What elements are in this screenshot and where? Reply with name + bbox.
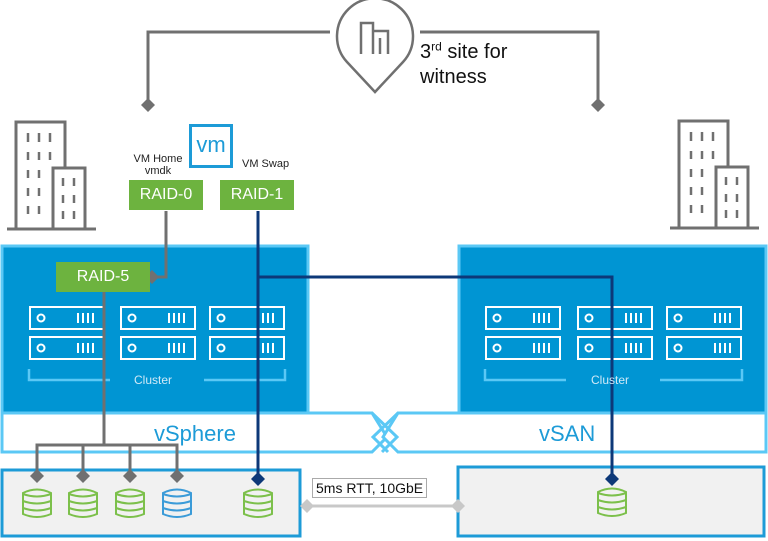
vm-home-label-line2: vmdk (144, 165, 172, 177)
server-icon (120, 306, 196, 330)
cluster-label-left: Cluster (134, 373, 173, 387)
location-pin-building-icon (335, 0, 415, 94)
disk-group (22, 487, 627, 518)
cluster-bracket (27, 369, 744, 382)
witness-label-line2: witness (420, 66, 487, 88)
disk-connector-diamonds (30, 469, 184, 483)
connector-diamond (591, 98, 605, 112)
raid1-badge: RAID-1 (220, 180, 294, 210)
link-endpoint-diamond (300, 499, 314, 513)
witness-connector-right (420, 30, 600, 105)
platform-label-vsan: vSAN (539, 421, 596, 446)
raid5-path (35, 292, 179, 472)
witness-label: 3rd site for witness (420, 40, 507, 90)
vm-home-label-line1: VM Home (133, 153, 183, 165)
connector-diamond (605, 472, 619, 486)
witness-label-prefix: 3 (420, 41, 432, 63)
server-icon (577, 336, 653, 360)
witness-label-rest: site for (441, 41, 508, 63)
connector-diamond (141, 98, 155, 112)
raid0-badge: RAID-0 (129, 180, 203, 210)
cluster-label-right: Cluster (591, 373, 630, 387)
vm-swap-label: VM Swap (242, 158, 290, 170)
link-endpoint-diamond (451, 499, 465, 513)
disk-icon (597, 487, 627, 517)
disk-icon (22, 488, 52, 518)
server-icon (577, 306, 653, 330)
raid5-badge: RAID-5 (56, 262, 150, 292)
building-icon (670, 119, 759, 230)
raid1-path (256, 211, 614, 474)
disk-icon (68, 488, 98, 518)
disk-icon (162, 488, 192, 518)
network-link-label: 5ms RTT, 10GbE (312, 478, 428, 498)
vm-home-label: VM Home vmdk (130, 153, 186, 177)
disk-icon (243, 488, 273, 518)
building-icon (7, 120, 96, 231)
witness-label-sup: rd (431, 39, 442, 54)
platform-label-vsphere: vSphere (154, 421, 236, 446)
server-icon (485, 306, 561, 330)
witness-connector-left (146, 30, 330, 105)
vm-icon: vm (189, 124, 233, 168)
server-icon (666, 306, 742, 330)
server-icon (485, 336, 561, 360)
disk-icon (115, 488, 145, 518)
stretch-link-icon (370, 411, 400, 454)
server-icon (120, 336, 196, 360)
connector-diamond (251, 472, 265, 486)
server-icon (666, 336, 742, 360)
